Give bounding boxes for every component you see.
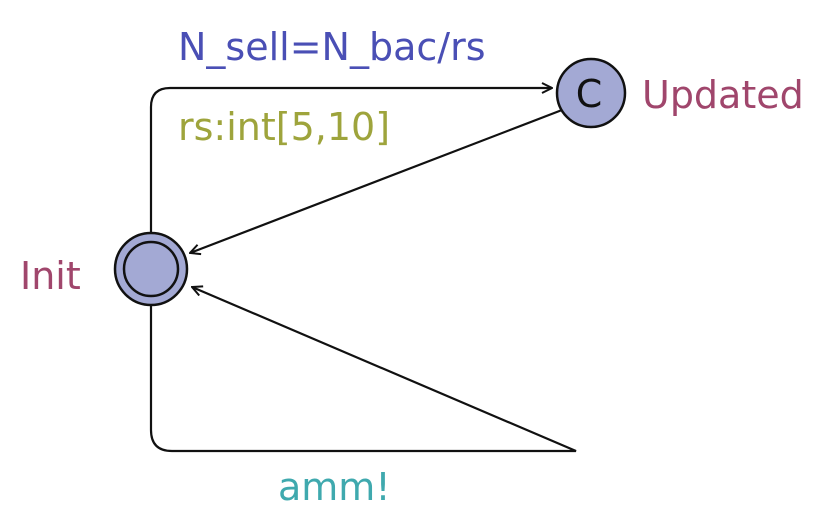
location-updated-name: Updated bbox=[642, 73, 804, 117]
edge-init-to-updated[interactable] bbox=[149, 88, 552, 237]
edge-select-label: rs:int[5,10] bbox=[178, 105, 390, 149]
committed-marker: C bbox=[576, 72, 603, 116]
location-init-name: Init bbox=[20, 254, 81, 298]
edge-init-self-loop[interactable] bbox=[149, 287, 577, 453]
location-updated[interactable]: C bbox=[555, 57, 627, 129]
location-init-inner-circle bbox=[122, 240, 180, 298]
location-init[interactable] bbox=[113, 231, 189, 307]
location-updated-circle bbox=[555, 57, 627, 129]
edge-updated-to-init[interactable] bbox=[190, 108, 563, 253]
edge-update-label: N_sell=N_bac/rs bbox=[178, 25, 486, 69]
location-init-outer-circle bbox=[113, 231, 189, 307]
edge-sync-label: amm! bbox=[278, 465, 391, 509]
